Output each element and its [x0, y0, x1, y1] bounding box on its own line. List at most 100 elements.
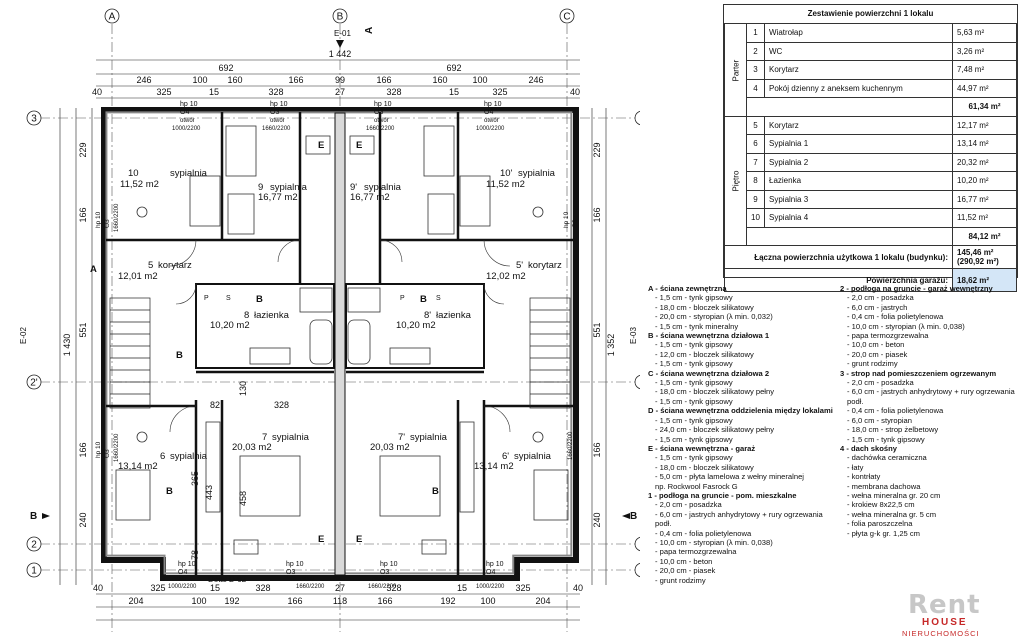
svg-text:166: 166: [78, 442, 88, 457]
legend-line: np. Rockwool Fasrock G: [655, 481, 738, 491]
legend-line: - 18,0 cm - bloczek silikatowy: [655, 462, 754, 472]
svg-text:hp 10: hp 10: [95, 211, 102, 228]
table-row: 3 Korytarz 7,48 m²: [725, 60, 1017, 80]
svg-text:325: 325: [492, 87, 507, 97]
svg-text:551: 551: [78, 322, 88, 337]
dim-total: 1 442: [329, 49, 352, 59]
legend-line: - 20,0 cm - styropian (λ min. 0,032): [655, 312, 773, 322]
legend-line: - 2,0 cm - posadzka: [655, 500, 722, 510]
room-number: 9: [258, 182, 263, 193]
room-number: 7': [398, 432, 405, 443]
svg-text:166: 166: [376, 75, 391, 85]
legend-line: - 1,5 cm - tynk gipsowy: [655, 453, 733, 463]
svg-text:229: 229: [78, 142, 88, 157]
legend-line: - 18,0 cm - strop żelbetowy: [847, 425, 939, 435]
axis-bubble-c: [559, 8, 575, 24]
svg-text:E-03: E-03: [629, 327, 638, 344]
axis-label: C: [563, 12, 570, 23]
svg-text:O4: O4: [484, 109, 493, 116]
svg-text:1000/2200: 1000/2200: [168, 584, 197, 590]
axis-label: A: [109, 12, 116, 23]
fixture-letters: P S P S: [204, 295, 441, 302]
top-dimensions: 1 442 692 692 246 100 160 166 99 166 160…: [92, 49, 580, 97]
svg-text:E: E: [318, 140, 324, 151]
svg-text:328: 328: [268, 87, 283, 97]
legend-line: - membrana dachowa: [847, 481, 921, 491]
outer-walls: [101, 107, 579, 581]
legend-line: - 6,0 cm - jastrych anhydrytowy + rury o…: [655, 509, 823, 529]
legend-heading: E - ściana wewnętrzna - garaż: [648, 443, 756, 453]
svg-text:hp 10: hp 10: [180, 101, 198, 108]
legend-line: - 1,5 cm - tynk gipsowy: [655, 396, 733, 406]
dimension-lines: [59, 59, 607, 621]
svg-text:328: 328: [255, 583, 270, 593]
wall-codes: A B B B B B E E E E: [90, 140, 439, 545]
furniture: [115, 125, 569, 555]
total-value: 145,46 m²: [957, 248, 994, 257]
svg-text:1660/2200: 1660/2200: [114, 203, 120, 232]
svg-text:328: 328: [274, 400, 289, 410]
legend-line: - folia paroszczelna: [847, 519, 913, 529]
svg-text:B: B: [630, 511, 637, 522]
legend-line: - 0,4 cm - folia polietylenowa: [655, 528, 752, 538]
door-swings: [169, 239, 511, 433]
room-name: sypialnia: [170, 451, 208, 462]
svg-text:O3: O3: [270, 109, 279, 116]
legend-line: - płyta g-k gr. 1,25 cm: [847, 528, 921, 538]
svg-text:otwór: otwór: [372, 577, 387, 583]
legend-line: - grunt rodzimy: [655, 575, 706, 585]
room-name: sypialnia: [270, 182, 308, 193]
svg-text:325: 325: [515, 583, 530, 593]
svg-text:B: B: [420, 294, 427, 305]
room-area: 20,03 m2: [232, 442, 272, 453]
svg-text:hp 10: hp 10: [270, 101, 288, 108]
room-name: sypialnia: [170, 168, 208, 179]
svg-text:166: 166: [287, 596, 302, 606]
legend-line: - 10,0 cm - styropian (λ min. 0,038): [655, 537, 773, 547]
inner-dimensions: 82 130 328 365 443 458 78: [190, 381, 289, 560]
svg-text:100: 100: [472, 75, 487, 85]
svg-text:A: A: [364, 27, 375, 34]
svg-text:O4: O4: [180, 109, 189, 116]
room-number: 6: [160, 451, 165, 462]
legend-line: - 10,0 cm - beton: [655, 556, 713, 566]
total-row: Łączna powierzchnia użytkowa 1 lokalu (b…: [724, 245, 1017, 269]
legend-line: - wełna mineralna gr. 20 cm: [847, 490, 941, 500]
legend-heading: B - ściana wewnętrzna działowa 1: [648, 331, 770, 341]
room-area: 20,03 m2: [370, 442, 410, 453]
svg-text:O3: O3: [104, 449, 111, 458]
legend-line: - 2,0 cm - posadzka: [847, 378, 914, 388]
svg-text:1660/2200: 1660/2200: [366, 126, 395, 132]
interior-walls: [106, 112, 574, 575]
svg-text:40: 40: [92, 87, 102, 97]
svg-text:246: 246: [528, 75, 543, 85]
svg-text:325: 325: [156, 87, 171, 97]
room-name: sypialnia: [364, 182, 402, 193]
svg-text:15: 15: [449, 87, 459, 97]
legend-line: - wełna mineralna gr. 5 cm: [847, 509, 937, 519]
room-name: sypialnia: [518, 168, 556, 179]
axis-bubble-b: [332, 8, 348, 24]
svg-text:458: 458: [238, 491, 248, 506]
svg-text:166: 166: [592, 207, 602, 222]
arrow-icon: [622, 513, 630, 519]
svg-text:692: 692: [218, 63, 233, 73]
svg-text:1 352: 1 352: [606, 334, 616, 357]
room-area: 16,77 m2: [350, 192, 390, 203]
table-row: 7 Sypialnia 2 20,32 m²: [725, 152, 1017, 172]
axis-label: 3: [31, 114, 37, 125]
legend-line: - 20,0 cm - piasek: [655, 566, 716, 576]
room-area: 13,14 m2: [118, 461, 158, 472]
svg-text:1660/2200: 1660/2200: [296, 584, 325, 590]
svg-text:1000/2200: 1000/2200: [476, 584, 505, 590]
group-label: Parter: [724, 23, 747, 116]
legend-heading: D - ściana wewnętrzna oddzielenia między…: [648, 406, 833, 416]
svg-text:246: 246: [136, 75, 151, 85]
garage-value: 18,62 m²: [952, 268, 1017, 292]
room-number: 7: [262, 432, 267, 443]
legend-heading: 4 - dach skośny: [840, 443, 897, 453]
legend-line: - papa termozgrzewalna: [847, 331, 929, 341]
svg-text:hp 10: hp 10: [563, 211, 570, 228]
legend-right: 2 - podłoga na gruncie - garaż wewnętrzn…: [840, 284, 1020, 538]
room-area: 11,52 m2: [486, 179, 525, 190]
